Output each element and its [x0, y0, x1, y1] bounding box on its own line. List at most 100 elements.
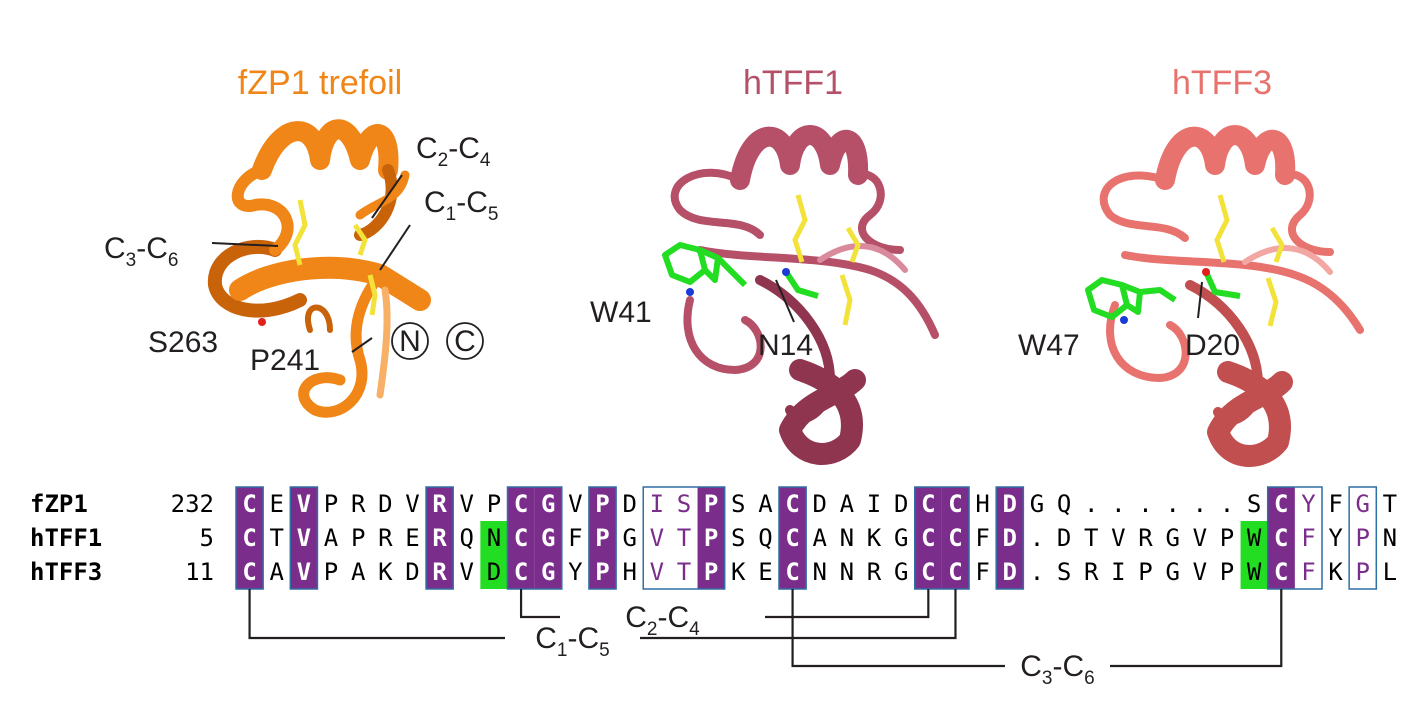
disulfide-bracket-c1-c5: C1-C5: [248, 589, 957, 661]
alignment-residue-fzp1: V: [405, 490, 419, 518]
alignment-residue-fzp1: S: [1247, 490, 1261, 518]
alignment-cell-shade: [697, 555, 725, 589]
alignment-residue-htff3: C: [514, 558, 528, 586]
alignment-residue-htff3: T: [677, 558, 691, 586]
alignment-residue-htff1: N: [1383, 524, 1397, 552]
alignment-row-start-fzp1: 232: [171, 490, 214, 518]
fzp1-label-c3-c6: C3-C6: [104, 232, 178, 271]
alignment-residue-htff3: P: [704, 558, 718, 586]
fzp1-s263-sidechain: [258, 318, 266, 326]
alignment-residue-fzp1: R: [432, 490, 447, 518]
fzp1-label-p241: P241: [250, 344, 320, 377]
alignment-residue-fzp1: D: [812, 490, 826, 518]
alignment-residue-fzp1: G: [1355, 490, 1369, 518]
alignment-residue-htff1: C: [1274, 524, 1288, 552]
alignment-residue-fzp1: P: [595, 490, 609, 518]
alignment-cell-shade: [914, 555, 942, 589]
htff1-n14-nitrogen: [782, 268, 790, 276]
svg-text:N: N: [399, 325, 421, 358]
htff1-label-w41: W41: [590, 296, 652, 329]
alignment-residue-htff1: S: [731, 524, 745, 552]
alignment-similarity-boxes: [235, 486, 1378, 590]
alignment-residue-htff3: I: [1111, 558, 1125, 586]
alignment-residue-htff3: K: [378, 558, 393, 586]
disulfide-bracket-label: C3-C6: [1020, 650, 1094, 689]
alignment-residue-htff1: N: [840, 524, 854, 552]
alignment-cell-shade: [290, 521, 318, 555]
alignment-residue-htff3: C: [921, 558, 935, 586]
alignment-residue-htff3: V: [650, 558, 664, 586]
alignment-residue-fzp1: A: [840, 490, 855, 518]
alignment-residue-htff3: G: [541, 558, 555, 586]
alignment-similarity-box: [425, 486, 454, 590]
alignment-residue-fzp1: .: [1111, 490, 1125, 518]
alignment-cell-shade: [697, 521, 725, 555]
alignment-residue-htff3: V: [460, 558, 474, 586]
alignment-cell-shade: [779, 487, 807, 521]
disulfide-bracket-c2-c4: C2-C4: [519, 589, 930, 640]
alignment-residue-fzp1: C: [242, 490, 256, 518]
disulfide-bracket-c3-c6: C3-C6: [791, 589, 1283, 689]
alignment-cell-shade: [941, 521, 970, 555]
alignment-cell-shade: [1240, 555, 1268, 589]
alignment-cell-shade: [236, 521, 264, 555]
alignment-similarity-box: [1266, 486, 1323, 590]
alignment-cell-shade: [1267, 555, 1295, 589]
alignment-residue-htff1: G: [541, 524, 555, 552]
fzp1-bond-leaders: [211, 174, 411, 353]
alignment-residue-fzp1: .: [1193, 490, 1207, 518]
htff1-structure-title: hTFF1: [743, 64, 843, 102]
alignment-cell-shade: [534, 555, 562, 589]
alignment-residue-fzp1: E: [269, 490, 283, 518]
alignment-residue-htff3: P: [324, 558, 338, 586]
alignment-residue-htff3: C: [242, 558, 256, 586]
alignment-residue-htff3: A: [269, 558, 284, 586]
alignment-residue-htff1: C: [921, 524, 935, 552]
alignment-residue-htff3: Y: [568, 558, 583, 586]
alignment-residue-htff1: T: [269, 524, 283, 552]
alignment-cell-shade: [1267, 487, 1295, 521]
alignment-residue-htff1: W: [1247, 524, 1262, 552]
htff3-structure-panel: hTFF3 W47 D20: [1018, 64, 1364, 467]
htff3-d20-oxygen: [1202, 268, 1210, 276]
alignment-cell-shade: [534, 487, 562, 521]
alignment-residue-htff1: V: [650, 524, 664, 552]
alignment-residue-fzp1: D: [894, 490, 908, 518]
alignment-residue-htff3: F: [975, 558, 989, 586]
htff1-disulfide-sticks: [792, 194, 861, 326]
alignment-residue-htff1: F: [975, 524, 989, 552]
htff3-d20-leader: [1197, 281, 1203, 319]
alignment-residue-htff3: C: [785, 558, 799, 586]
disulfide-bracket-line: [791, 589, 1283, 668]
alignment-residue-fzp1: .: [1220, 490, 1234, 518]
alignment-residue-htff1: E: [405, 524, 419, 552]
alignment-residue-fzp1: C: [514, 490, 528, 518]
alignment-residue-fzp1: C: [921, 490, 935, 518]
alignment-residue-fzp1: D: [378, 490, 392, 518]
alignment-residue-htff1: R: [432, 524, 447, 552]
htff3-structure-title: hTFF3: [1172, 64, 1272, 102]
alignment-residue-htff1: T: [677, 524, 691, 552]
alignment-cell-shade: [779, 555, 807, 589]
alignment-residue-fzp1: S: [731, 490, 745, 518]
alignment-residue-htff3: R: [867, 558, 882, 586]
alignment-residue-htff1: D: [1003, 524, 1017, 552]
htff1-w41-sidechain: [662, 242, 748, 288]
alignment-residue-htff3: V: [297, 558, 311, 586]
alignment-residue-htff1: R: [1138, 524, 1153, 552]
disulfide-bracket-line: [248, 589, 957, 640]
fzp1-label-s263: S263: [148, 326, 218, 359]
alignment-row-start-htff3: 11: [185, 558, 214, 586]
alignment-residue-htff1: G: [894, 524, 908, 552]
alignment-residue-htff1: G: [622, 524, 636, 552]
alignment-residue-fzp1: P: [704, 490, 718, 518]
alignment-residue-htff3: K: [731, 558, 746, 586]
alignment-residue-fzp1: .: [1084, 490, 1098, 518]
alignment-cell-shade: [290, 555, 318, 589]
alignment-cell-shade: [914, 521, 942, 555]
alignment-residue-htff3: P: [595, 558, 609, 586]
alignment-cell-shade: [507, 487, 535, 521]
htff1-w41-nitrogen: [686, 288, 694, 296]
